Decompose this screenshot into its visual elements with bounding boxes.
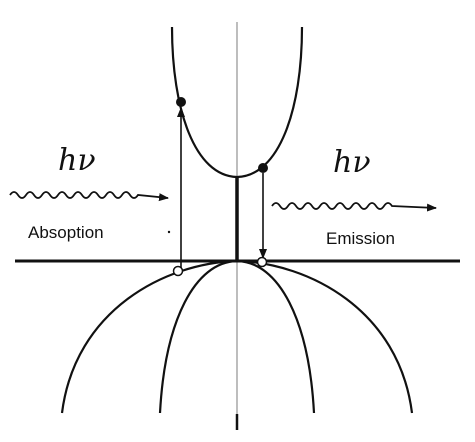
electron-dot-emission	[258, 163, 268, 173]
photon-energy-label-left: hν	[58, 143, 96, 178]
outgoing-photon-wave	[271, 202, 437, 212]
hole-dot-absorption	[172, 265, 184, 277]
valence-band-outer-curve	[60, 259, 414, 414]
stray-dot	[167, 230, 171, 234]
emission-label: Emission	[326, 229, 395, 248]
absorption-label: Absoption	[28, 223, 104, 242]
incoming-photon-wave	[9, 191, 169, 202]
electron-dot-absorption	[176, 97, 186, 107]
photon-energy-label-right: hν	[333, 145, 371, 180]
hole-dot-emission	[256, 256, 268, 268]
